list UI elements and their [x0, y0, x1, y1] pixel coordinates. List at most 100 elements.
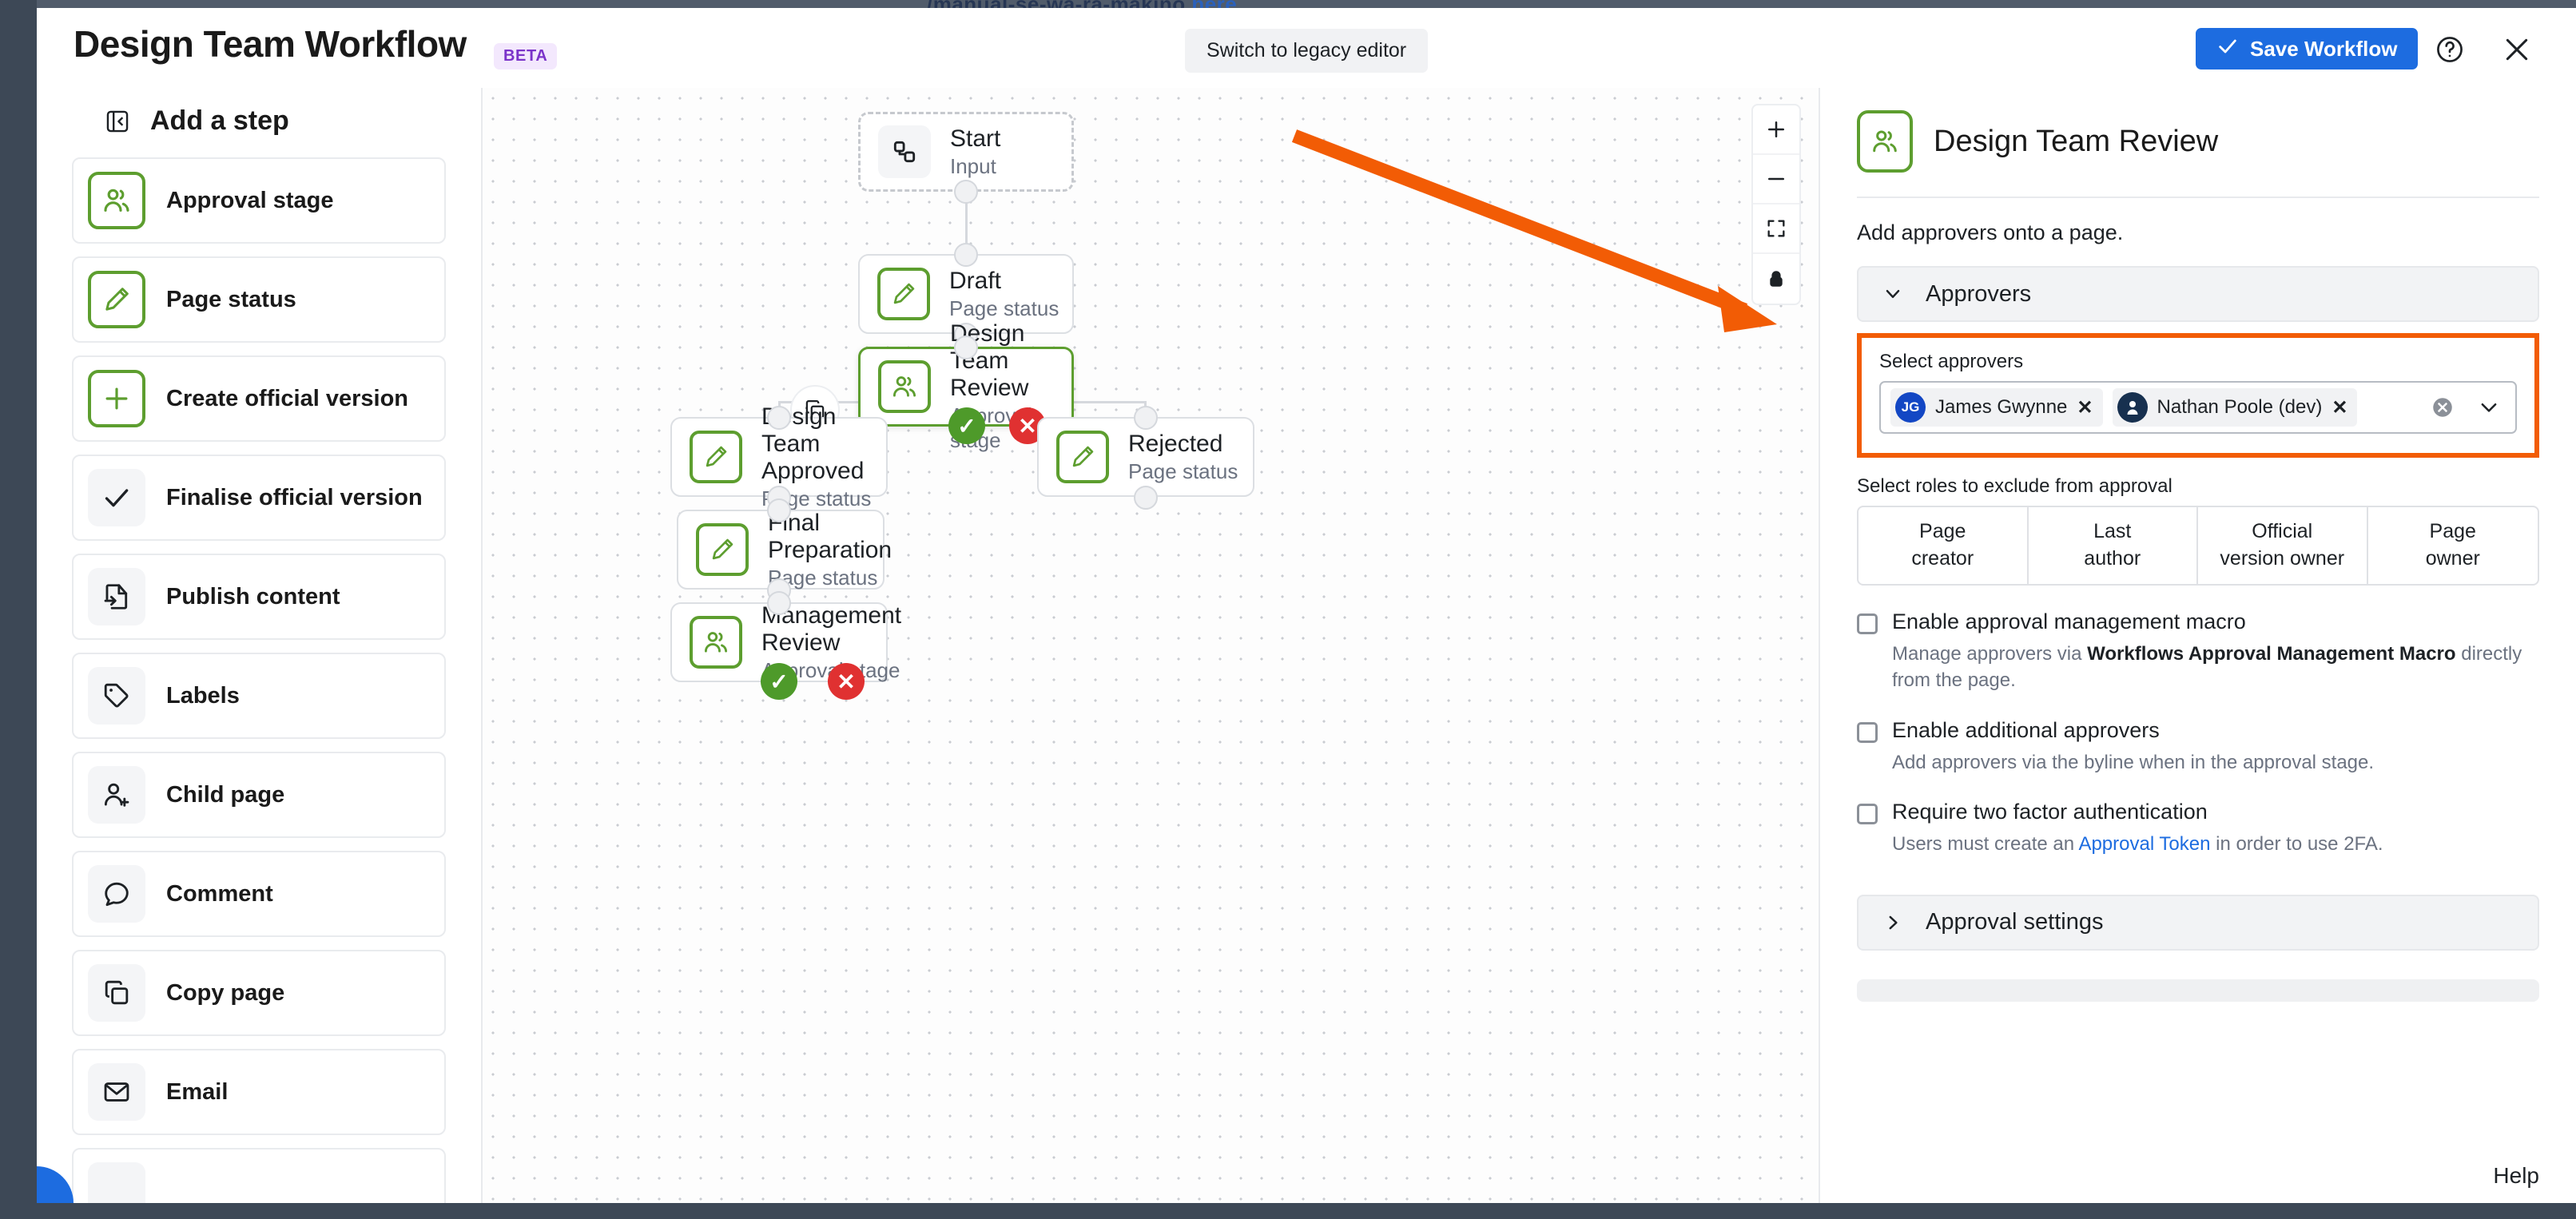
sidebar-item-comment[interactable]: Comment [72, 851, 446, 937]
option-description: Users must create an Approval Token in o… [1892, 831, 2539, 858]
node-reject-badge[interactable]: ✕ [828, 663, 865, 700]
sidebar-item-copy-page[interactable]: Copy page [72, 950, 446, 1036]
tag-icon [88, 667, 145, 725]
sidebar-item-approval-stage[interactable]: Approval stage [72, 157, 446, 244]
approval-settings-accordion-header[interactable]: Approval settings [1857, 894, 2539, 951]
switch-to-legacy-editor-button[interactable]: Switch to legacy editor [1185, 29, 1429, 73]
background-left-strip [0, 0, 37, 1219]
exclude-roles-grid: Page creator Last author Official versio… [1857, 506, 2539, 586]
node-handle-top[interactable] [767, 591, 791, 615]
chevron-down-icon[interactable] [2477, 395, 2501, 419]
approver-chip[interactable]: Nathan Poole (dev) ✕ [2112, 388, 2358, 427]
copy-icon [88, 964, 145, 1022]
clear-all-icon[interactable] [2431, 395, 2455, 419]
workflow-node-rejected[interactable]: Rejected Page status [1037, 417, 1254, 497]
chevron-down-icon [1882, 284, 1903, 304]
approval-token-link[interactable]: Approval Token [2078, 833, 2211, 856]
role-line1: Page [2429, 520, 2476, 542]
node-handle-top[interactable] [1134, 406, 1158, 430]
beta-badge: BETA [494, 43, 558, 69]
role-line2: version owner [2220, 546, 2345, 570]
sidebar-item-child-page[interactable]: Child page [72, 752, 446, 838]
remove-chip-icon[interactable]: ✕ [2332, 396, 2348, 419]
sidebar-item-email[interactable]: Email [72, 1049, 446, 1135]
flow-start-icon [878, 125, 931, 178]
node-approve-badge[interactable]: ✓ [761, 663, 797, 700]
sidebar-item-label: Page status [166, 286, 296, 312]
approver-chip[interactable]: JG James Gwynne ✕ [1890, 388, 2103, 427]
remove-chip-icon[interactable]: ✕ [2077, 396, 2093, 419]
panel-description: Add approvers onto a page. [1857, 220, 2124, 244]
lock-icon[interactable] [1753, 254, 1799, 304]
sidebar-item-create-official-version[interactable]: Create official version [72, 355, 446, 442]
sidebar-item-publish-content[interactable]: Publish content [72, 554, 446, 640]
option-title: Enable additional approvers [1892, 717, 2160, 742]
checkbox-enable-approval-management-macro[interactable] [1857, 613, 1878, 634]
option-description: Add approvers via the byline when in the… [1892, 751, 2375, 773]
collapsed-section-placeholder[interactable] [1857, 979, 2539, 1002]
sidebar-item-finalise-official-version[interactable]: Finalise official version [72, 455, 446, 541]
role-cell-page-owner[interactable]: Page owner [2368, 507, 2538, 584]
workflow-canvas[interactable]: Start Input Draft Page status [483, 88, 1819, 1203]
option-desc-pre: Manage approvers via [1892, 642, 2088, 665]
zoom-in-icon[interactable] [1753, 105, 1799, 155]
panel-title: Design Team Review [1934, 124, 2219, 158]
role-line2: owner [2425, 546, 2480, 570]
node-approve-badge[interactable]: ✓ [948, 407, 985, 444]
node-handle-top[interactable] [767, 498, 791, 522]
role-line2: author [2084, 546, 2141, 570]
role-line1: Page [1919, 520, 1966, 542]
avatar [2117, 392, 2148, 423]
select-approvers-input[interactable]: JG James Gwynne ✕ Nathan Poole (dev) ✕ [1879, 381, 2517, 434]
roles-label: Select roles to exclude from approval [1857, 475, 2173, 497]
workflow-node-design-team-approved[interactable]: Design Team Approved Page status [670, 403, 888, 510]
sidebar-item-label: Child page [166, 781, 285, 808]
role-line2: creator [1911, 546, 1974, 570]
close-icon[interactable] [2501, 34, 2533, 66]
node-handle-top[interactable] [954, 336, 978, 359]
checkbox-enable-additional-approvers[interactable] [1857, 721, 1878, 743]
checkbox-require-two-factor-authentication[interactable] [1857, 804, 1878, 825]
role-cell-official-version-owner[interactable]: Official version owner [2198, 507, 2368, 584]
node-subtitle: Page status [949, 296, 1059, 320]
approver-chip-label: James Gwynne [1935, 396, 2068, 418]
sidebar-item-labels[interactable]: Labels [72, 653, 446, 739]
node-handle-top[interactable] [954, 243, 978, 267]
sidebar-heading: Add a step [150, 105, 289, 136]
pencil-icon [696, 523, 749, 576]
sidebar-item-page-status[interactable]: Page status [72, 256, 446, 343]
envelope-icon [88, 1063, 145, 1121]
people-icon [878, 360, 931, 413]
approvers-accordion-header[interactable]: Approvers [1857, 266, 2539, 322]
option-desc-post: directly from the page. [1892, 642, 2522, 692]
panel-header: Design Team Review [1857, 88, 2539, 197]
save-workflow-button[interactable]: Save Workflow [2196, 28, 2419, 69]
sidebar-item-label: Comment [166, 880, 273, 907]
sidebar-item-label: Publish content [166, 583, 340, 610]
plus-icon [88, 370, 145, 427]
node-title: Rejected [1128, 430, 1223, 457]
sidebar-item-partial[interactable] [72, 1148, 446, 1203]
node-handle-top[interactable] [767, 406, 791, 430]
approval-settings-label: Approval settings [1926, 909, 2104, 935]
help-link[interactable]: Help [2493, 1163, 2539, 1188]
sidebar-item-label: Labels [166, 682, 240, 709]
zoom-out-icon[interactable] [1753, 155, 1799, 204]
avatar: JG [1895, 392, 1926, 423]
people-icon [88, 172, 145, 229]
node-handle-bottom[interactable] [954, 180, 978, 204]
approver-chip-label: Nathan Poole (dev) [2157, 396, 2323, 418]
canvas-zoom-controls [1751, 104, 1801, 305]
role-cell-page-creator[interactable]: Page creator [1858, 507, 2029, 584]
panel-collapse-icon[interactable] [104, 108, 131, 135]
node-title: Design Team Review [950, 320, 1029, 401]
select-approvers-label: Select approvers [1879, 351, 2024, 372]
fit-to-screen-icon[interactable] [1753, 204, 1799, 254]
panel-divider [1857, 197, 2539, 198]
node-title: Design Team Approved [761, 403, 865, 484]
node-subtitle: Input [950, 153, 996, 178]
edge-start-draft [965, 192, 968, 256]
node-handle-bottom[interactable] [1134, 486, 1158, 510]
question-circle-icon[interactable] [2434, 34, 2466, 66]
role-cell-last-author[interactable]: Last author [2029, 507, 2198, 584]
